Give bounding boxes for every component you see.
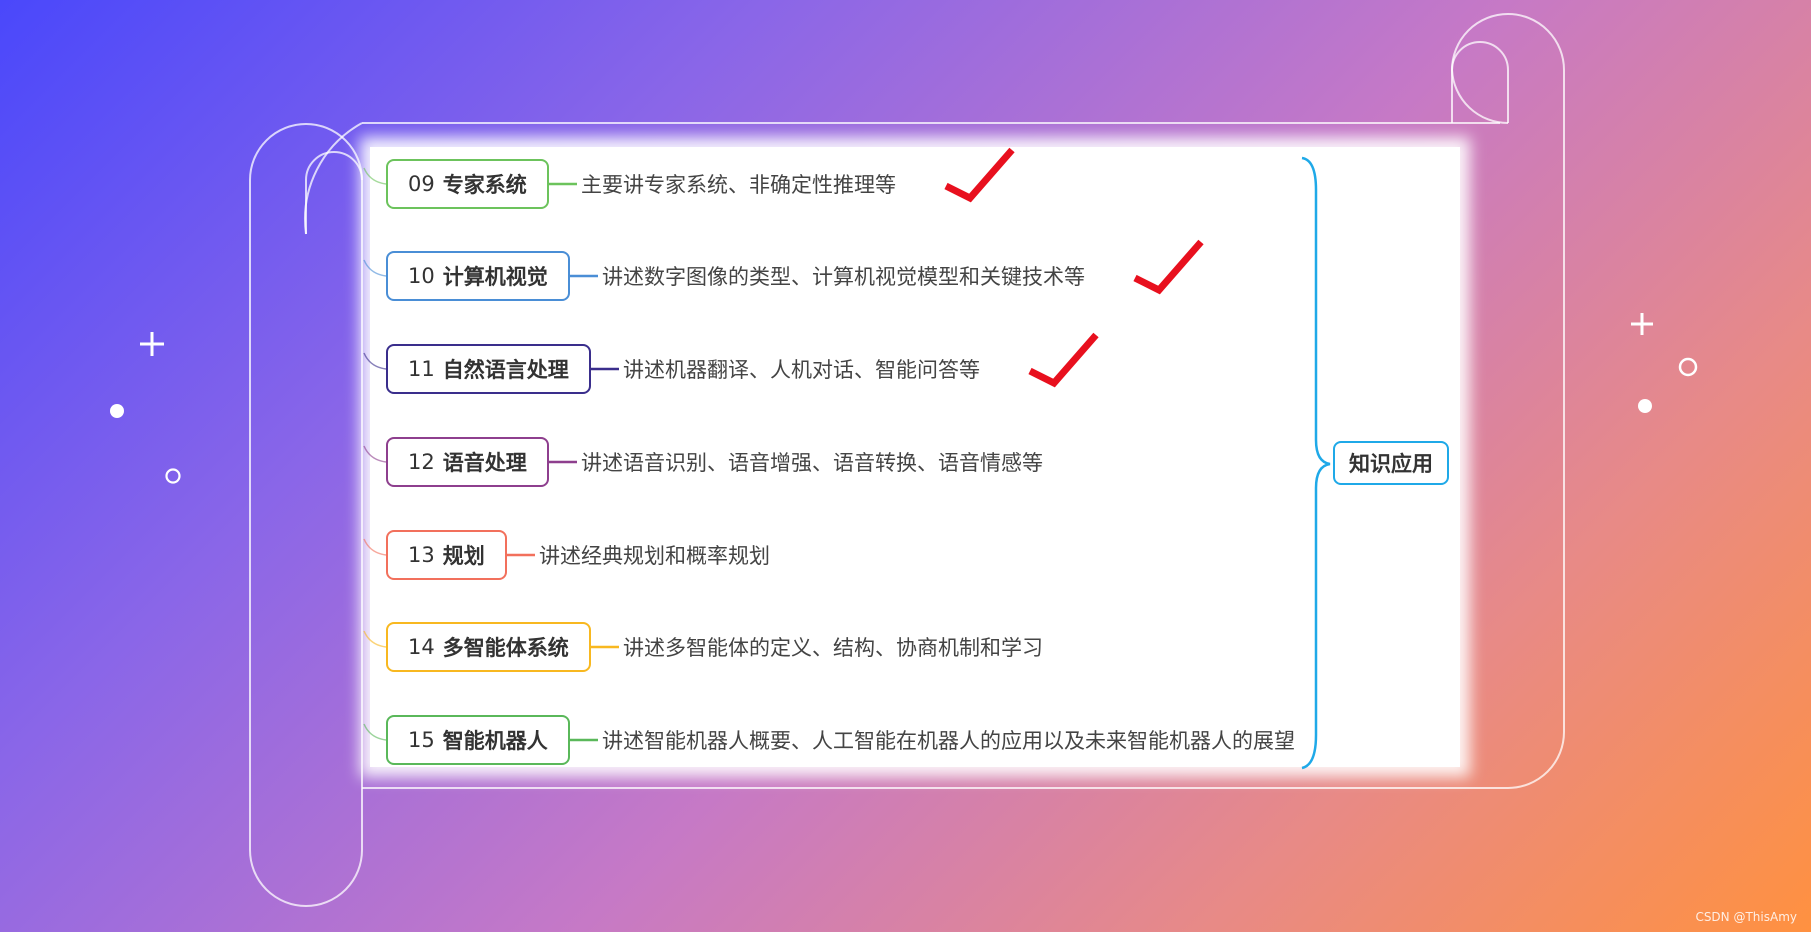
topic-number: 09: [408, 172, 435, 196]
node-stub: [363, 723, 387, 741]
topic-description-11: 讲述机器翻译、人机对话、智能问答等: [623, 358, 980, 382]
topic-number: 15: [408, 728, 435, 752]
sparkles: [140, 313, 1698, 484]
topic-description-14: 讲述多智能体的定义、结构、协商机制和学习: [623, 636, 1043, 660]
topic-number: 13: [408, 543, 435, 567]
node-stub: [363, 259, 387, 277]
topic-node-12[interactable]: 12 语音处理: [386, 437, 549, 487]
topic-description-09: 主要讲专家系统、非确定性推理等: [581, 173, 896, 197]
topic-description-13: 讲述经典规划和概率规划: [539, 544, 770, 568]
topic-node-10[interactable]: 10 计算机视觉: [386, 251, 570, 301]
root-brace: [1301, 156, 1331, 770]
topic-description-15: 讲述智能机器人概要、人工智能在机器人的应用以及未来智能机器人的展望: [602, 729, 1295, 753]
node-stub: [363, 538, 387, 556]
topic-node-13[interactable]: 13 规划: [386, 530, 507, 580]
scroll-right-roll: [1451, 13, 1565, 123]
topic-title: 语音处理: [442, 451, 527, 475]
topic-number: 14: [408, 635, 435, 659]
node-stub: [363, 630, 387, 648]
topic-title: 自然语言处理: [442, 358, 569, 382]
topic-node-15[interactable]: 15 智能机器人: [386, 715, 570, 765]
topic-node-09[interactable]: 09 专家系统: [386, 159, 549, 209]
node-stub: [363, 167, 387, 185]
topic-title: 专家系统: [442, 173, 527, 197]
topic-title: 多智能体系统: [442, 636, 569, 660]
topic-node-14[interactable]: 14 多智能体系统: [386, 622, 591, 672]
check-mark-icon: [944, 147, 1015, 203]
topic-number: 11: [408, 357, 435, 381]
watermark: CSDN @ThisAmy: [1695, 910, 1797, 924]
check-mark-icon: [1133, 239, 1204, 295]
root-topic-node[interactable]: 知识应用: [1333, 441, 1449, 485]
topic-title: 智能机器人: [442, 729, 548, 753]
topic-title: 计算机视觉: [442, 265, 548, 289]
node-stub: [363, 352, 387, 370]
topic-description-10: 讲述数字图像的类型、计算机视觉模型和关键技术等: [602, 265, 1085, 289]
check-mark-icon: [1028, 332, 1099, 388]
node-stub: [363, 445, 387, 463]
topic-description-12: 讲述语音识别、语音增强、语音转换、语音情感等: [581, 451, 1043, 475]
topic-number: 12: [408, 450, 435, 474]
topic-title: 规划: [442, 544, 485, 568]
topic-number: 10: [408, 264, 435, 288]
topic-node-11[interactable]: 11 自然语言处理: [386, 344, 591, 394]
